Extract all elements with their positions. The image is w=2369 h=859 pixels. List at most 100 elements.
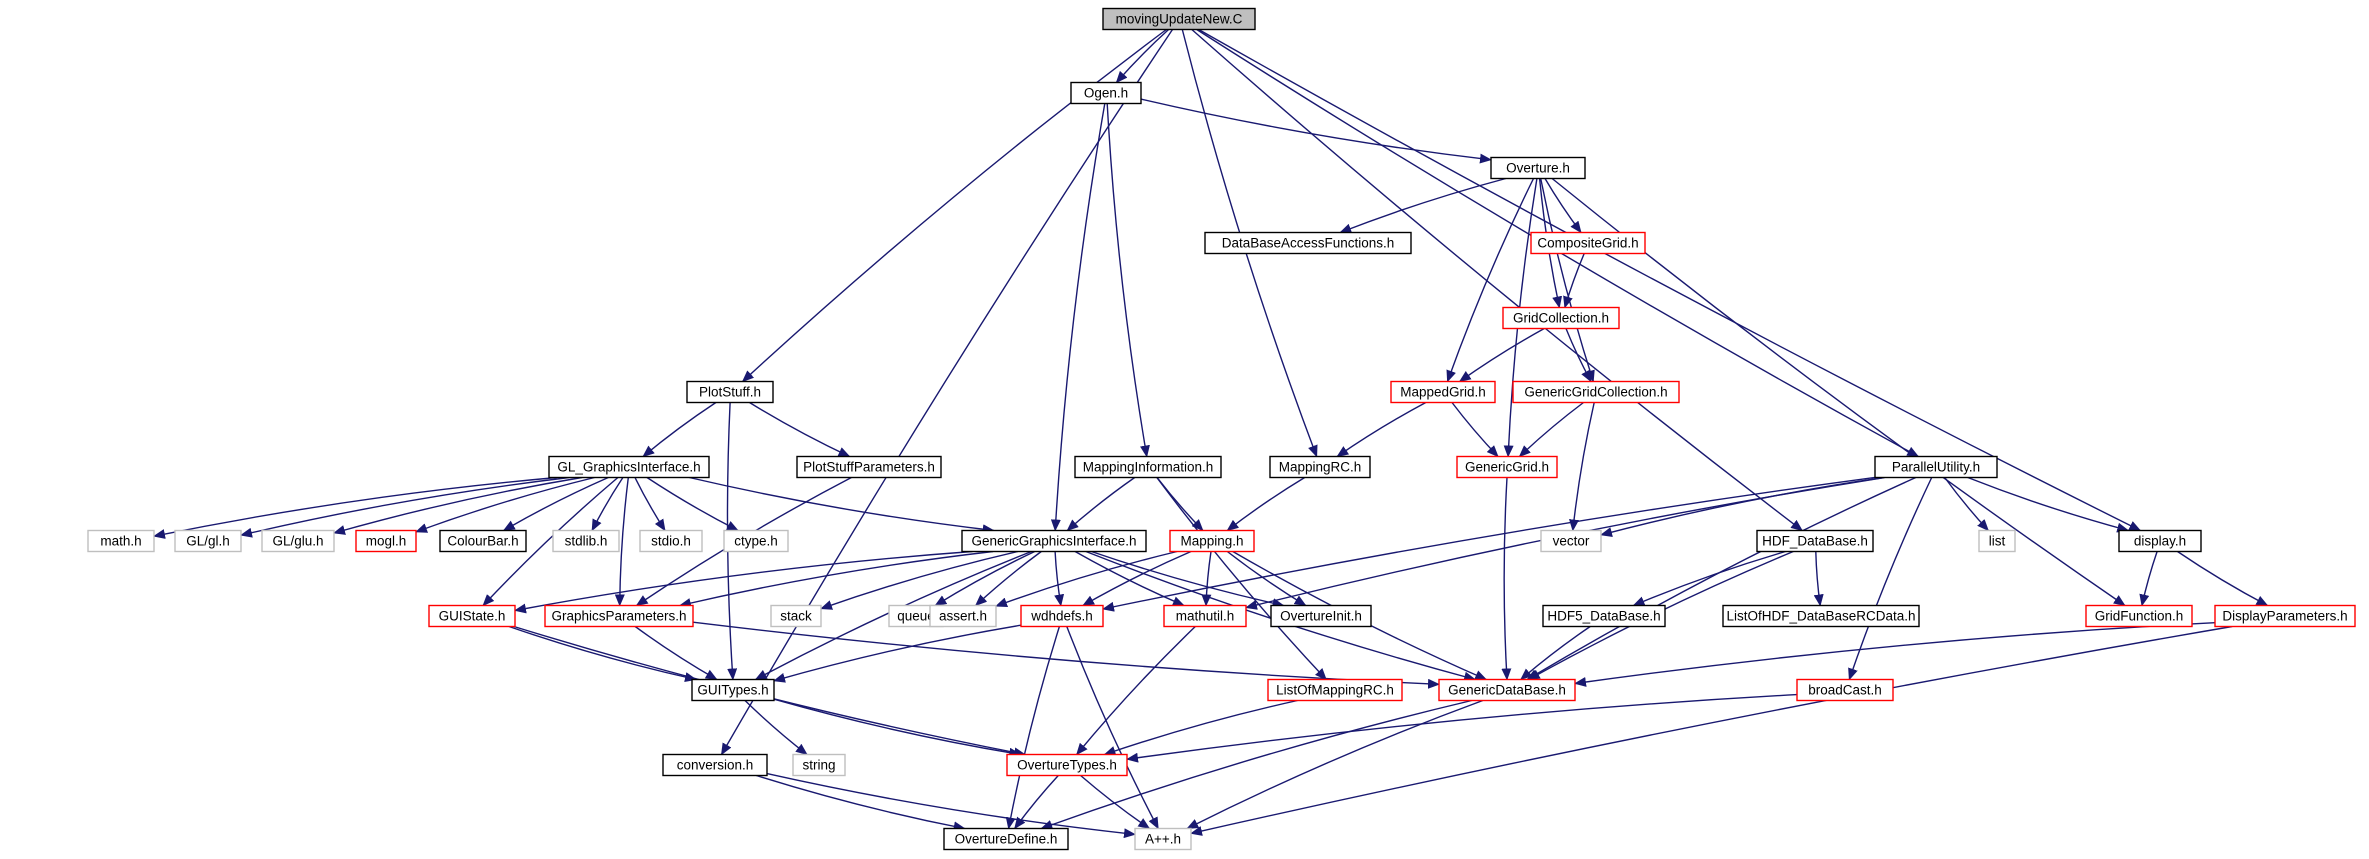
node-label: PlotStuffParameters.h [803,460,935,475]
edge-glgi-to-stdio [634,477,666,532]
edge-graphicsparams-to-guitypes [634,625,718,681]
node-overturedefine-h[interactable]: OvertureDefine.h [943,827,1069,851]
node-label: GenericGrid.h [1465,460,1549,475]
node-box [439,529,527,553]
node-databaseaccessfunctions-h[interactable]: DataBaseAccessFunctions.h [1204,231,1412,255]
edge-guitypes-to-string [744,699,808,756]
edge-mapping-to-mathutil [1201,551,1212,607]
node-label: DisplayParameters.h [2222,609,2347,624]
node-label: mathutil.h [1176,609,1235,624]
node-mappingrc-h[interactable]: MappingRC.h [1269,455,1371,479]
node-overture-h[interactable]: Overture.h [1490,156,1586,180]
node-box [1204,231,1412,255]
edge-mappinginfo-to-listofmappingrc [1156,477,1327,681]
node-label: MappedGrid.h [1400,385,1486,400]
edge-displayparams-to-genericdatabase [1574,622,2216,687]
edge-mapping-to-wdhdefs [1082,550,1192,607]
node-label: vector [1553,534,1590,549]
node-box [428,604,516,628]
node-label: GenericGridCollection.h [1524,385,1667,400]
node-overturetypes-h[interactable]: OvertureTypes.h [1006,753,1128,777]
node-movingupdatenew-c[interactable]: movingUpdateNew.C [1102,7,1256,31]
node-hdf-database-h[interactable]: HDF_DataBase.h [1756,529,1874,553]
edge-mappedgrid-to-genericgrid [1451,402,1499,458]
node-label: math.h [100,534,141,549]
node-genericgridcollection-h[interactable]: GenericGridCollection.h [1512,380,1680,404]
node-listofmappingrc-h[interactable]: ListOfMappingRC.h [1267,678,1403,702]
edge-wdhdefs-to-guitypes [773,624,1022,683]
node-wdhdefs-h[interactable]: wdhdefs.h [1020,604,1104,628]
node-genericgraphicsinterface-h[interactable]: GenericGraphicsInterface.h [961,529,1147,553]
edge-ggi-to-mathutil [1074,550,1185,607]
node-conversion-h[interactable]: conversion.h [662,753,768,777]
node-genericgrid-h[interactable]: GenericGrid.h [1456,455,1558,479]
edge-gengridcoll-to-genericgrid [1518,401,1584,458]
node-box [1530,231,1646,255]
node-listofhdf-databasercdata-h[interactable]: ListOfHDF_DataBaseRCData.h [1722,604,1920,628]
node-box [1163,604,1247,628]
node-label: ListOfHDF_DataBaseRCData.h [1726,609,1915,624]
node-label: MappingRC.h [1279,460,1362,475]
node-mapping-h[interactable]: Mapping.h [1169,529,1255,553]
node-colourbar-h[interactable]: ColourBar.h [439,529,527,553]
node-label: GUITypes.h [697,683,768,698]
node-display-h[interactable]: display.h [2118,529,2202,553]
node-label: movingUpdateNew.C [1116,12,1243,27]
node-vector: vector [1540,529,1602,553]
node-box [1269,455,1371,479]
node-label: Overture.h [1506,161,1570,176]
node-guitypes-h[interactable]: GUITypes.h [691,678,775,702]
node-graphicsparameters-h[interactable]: GraphicsParameters.h [544,604,694,628]
node-label: Mapping.h [1180,534,1243,549]
node-box [1438,678,1576,702]
node-box [1070,81,1142,105]
edge-genericdatabase-to-overturedefine [1040,699,1472,830]
edge-genericdatabase-to-aplusplus [1186,699,1484,830]
node-ctype-h: ctype.h [723,529,789,553]
node-mappedgrid-h[interactable]: MappedGrid.h [1390,380,1496,404]
node-guistate-h[interactable]: GUIState.h [428,604,516,628]
edge-mappedgrid-to-mappingrc [1336,401,1427,458]
node-plotstuffparameters-h[interactable]: PlotStuffParameters.h [796,455,942,479]
edge-display-to-displayparams [2177,550,2269,607]
node-box [87,529,155,553]
node-label: stdio.h [651,534,691,549]
node-math-h: math.h [87,529,155,553]
node-mogl-h[interactable]: mogl.h [355,529,417,553]
node-overtureinit-h[interactable]: OvertureInit.h [1270,604,1372,628]
node-gl-glu-h: GL/glu.h [261,529,335,553]
node-box [1490,156,1586,180]
node-broadcast-h[interactable]: broadCast.h [1796,678,1894,702]
edge-root-to-hdfdb [1191,28,1803,532]
node-label: broadCast.h [1808,683,1882,698]
node-gridfunction-h[interactable]: GridFunction.h [2085,604,2193,628]
node-plotstuff-h[interactable]: PlotStuff.h [686,380,774,404]
node-compositegrid-h[interactable]: CompositeGrid.h [1530,231,1646,255]
node-box [174,529,242,553]
edge-overture-to-gengridcoll [1540,178,1595,383]
node-mappinginformation-h[interactable]: MappingInformation.h [1074,455,1222,479]
node-box [1020,604,1104,628]
edge-hdfdb-to-hdf5db [1632,550,1786,607]
node-mathutil-h[interactable]: mathutil.h [1163,604,1247,628]
edge-guitypes-to-overturetypes [773,698,1022,758]
edge-overture-to-dbaf [1339,177,1506,234]
node-genericdatabase-h[interactable]: GenericDataBase.h [1438,678,1576,702]
node-box [1134,827,1192,851]
node-label: OvertureTypes.h [1017,758,1117,773]
node-parallelutility-h[interactable]: ParallelUtility.h [1874,455,1998,479]
node-box [1006,753,1128,777]
edge-overture-to-mappedgrid [1446,178,1535,383]
edge-glgi-to-stdlib [591,477,624,532]
node-displayparameters-h[interactable]: DisplayParameters.h [2214,604,2356,628]
edge-parallelutility-to-broadcast [1848,477,1933,681]
node-list: list [1978,529,2016,553]
edge-conversion-to-overturedefine [756,774,966,832]
edge-glgi-to-mogl [415,476,595,533]
node-box [544,604,694,628]
node-hdf5-database-h[interactable]: HDF5_DataBase.h [1542,604,1666,628]
node-ogen-h[interactable]: Ogen.h [1070,81,1142,105]
node-stack: stack [770,604,822,628]
node-gl-graphicsinterface-h[interactable]: GL_GraphicsInterface.h [548,455,710,479]
node-gridcollection-h[interactable]: GridCollection.h [1502,306,1620,330]
